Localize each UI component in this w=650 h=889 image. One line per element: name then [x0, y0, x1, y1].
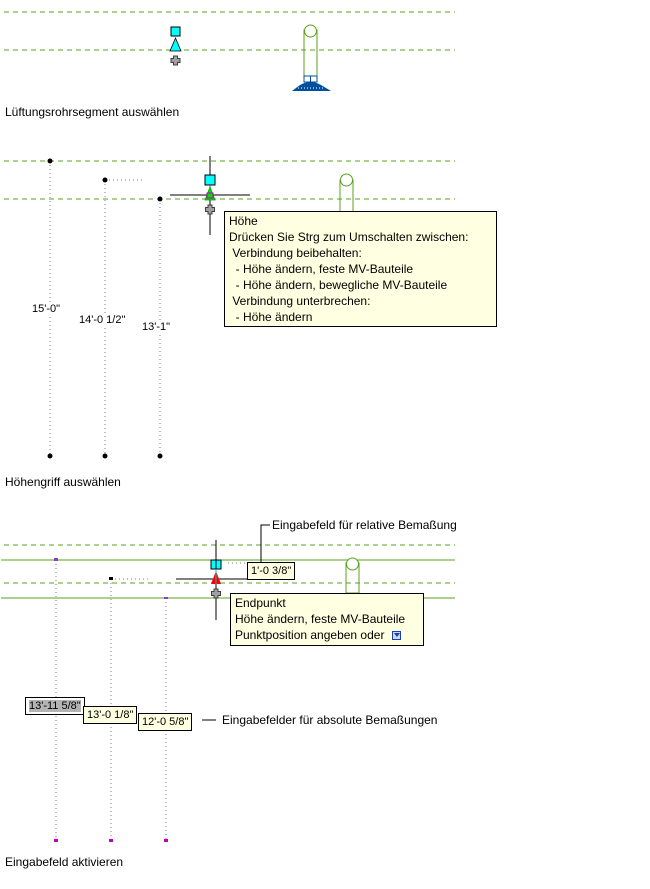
panel-3-drawing: [1, 524, 455, 842]
tooltip-line: Punktposition angeben oder: [235, 627, 419, 643]
leader-line-relative: [260, 524, 270, 564]
dim-point: [102, 453, 108, 459]
tooltip-line: - Höhe ändern: [229, 310, 313, 324]
annotation-relative-field: Eingabefeld für relative Bemaßung: [272, 518, 457, 532]
tooltip-prompt: Punktposition angeben oder: [235, 628, 385, 642]
absolute-dimension-input-2[interactable]: 13'-0 1/8": [83, 706, 138, 724]
dim-point: [157, 196, 163, 202]
dim-point: [47, 158, 53, 164]
dim-point: [47, 453, 53, 459]
duct-riser-icon: [339, 173, 354, 213]
plus-grip-icon[interactable]: [211, 588, 221, 599]
duct-riser-icon: [345, 557, 360, 594]
dimension-label: 15'-0": [32, 303, 61, 315]
endpoint-tooltip: Endpunkt Höhe ändern, feste MV-Bauteile …: [230, 593, 424, 646]
caption-select-duct-segment: Lüftungsrohrsegment auswählen: [5, 105, 180, 119]
dim-point: [102, 177, 108, 183]
tooltip-line: Verbindung unterbrechen:: [229, 294, 371, 308]
square-grip-icon[interactable]: [170, 26, 181, 37]
elevation-grip-tooltip: Höhe Drücken Sie Strg zum Umschalten zwi…: [224, 211, 497, 327]
tooltip-line: Höhe: [229, 214, 258, 228]
dim-point: [157, 453, 163, 459]
tooltip-line: - Höhe ändern, bewegliche MV-Bauteile: [229, 278, 448, 292]
tooltip-line: Endpunkt: [235, 596, 286, 610]
dropdown-options-icon[interactable]: [392, 631, 402, 641]
caption-select-elevation-grip: Höhengriff auswählen: [5, 475, 121, 489]
duct-riser-icon: [292, 24, 331, 91]
panel-1-drawing: [4, 11, 455, 91]
tooltip-line: Verbindung beibehalten:: [229, 246, 362, 260]
tooltip-line: Drücken Sie Strg zum Umschalten zwischen…: [229, 230, 469, 244]
square-grip-icon[interactable]: [204, 174, 216, 186]
absolute-dimension-input-3[interactable]: 12'-0 5/8": [138, 713, 193, 731]
plus-grip-icon[interactable]: [170, 55, 181, 66]
tooltip-line: Höhe ändern, feste MV-Bauteile: [235, 612, 406, 626]
selected-value: 13'-11 5/8": [29, 700, 81, 712]
plus-grip-icon[interactable]: [205, 204, 215, 215]
absolute-dimension-input-1[interactable]: 13'-11 5/8": [25, 697, 85, 715]
panel-2-drawing: [4, 156, 455, 459]
dimension-label: 13'-1": [142, 321, 171, 333]
annotation-absolute-fields: Eingabefelder für absolute Bemaßungen: [222, 713, 438, 727]
tooltip-line: - Höhe ändern, feste MV-Bauteile: [229, 262, 414, 276]
caption-activate-input-field: Eingabefeld aktivieren: [5, 855, 124, 869]
triangle-grip-icon[interactable]: [169, 36, 182, 52]
relative-dimension-input[interactable]: 1'-0 3/8": [247, 562, 296, 580]
dimension-label: 14'-0 1/2": [79, 314, 126, 326]
